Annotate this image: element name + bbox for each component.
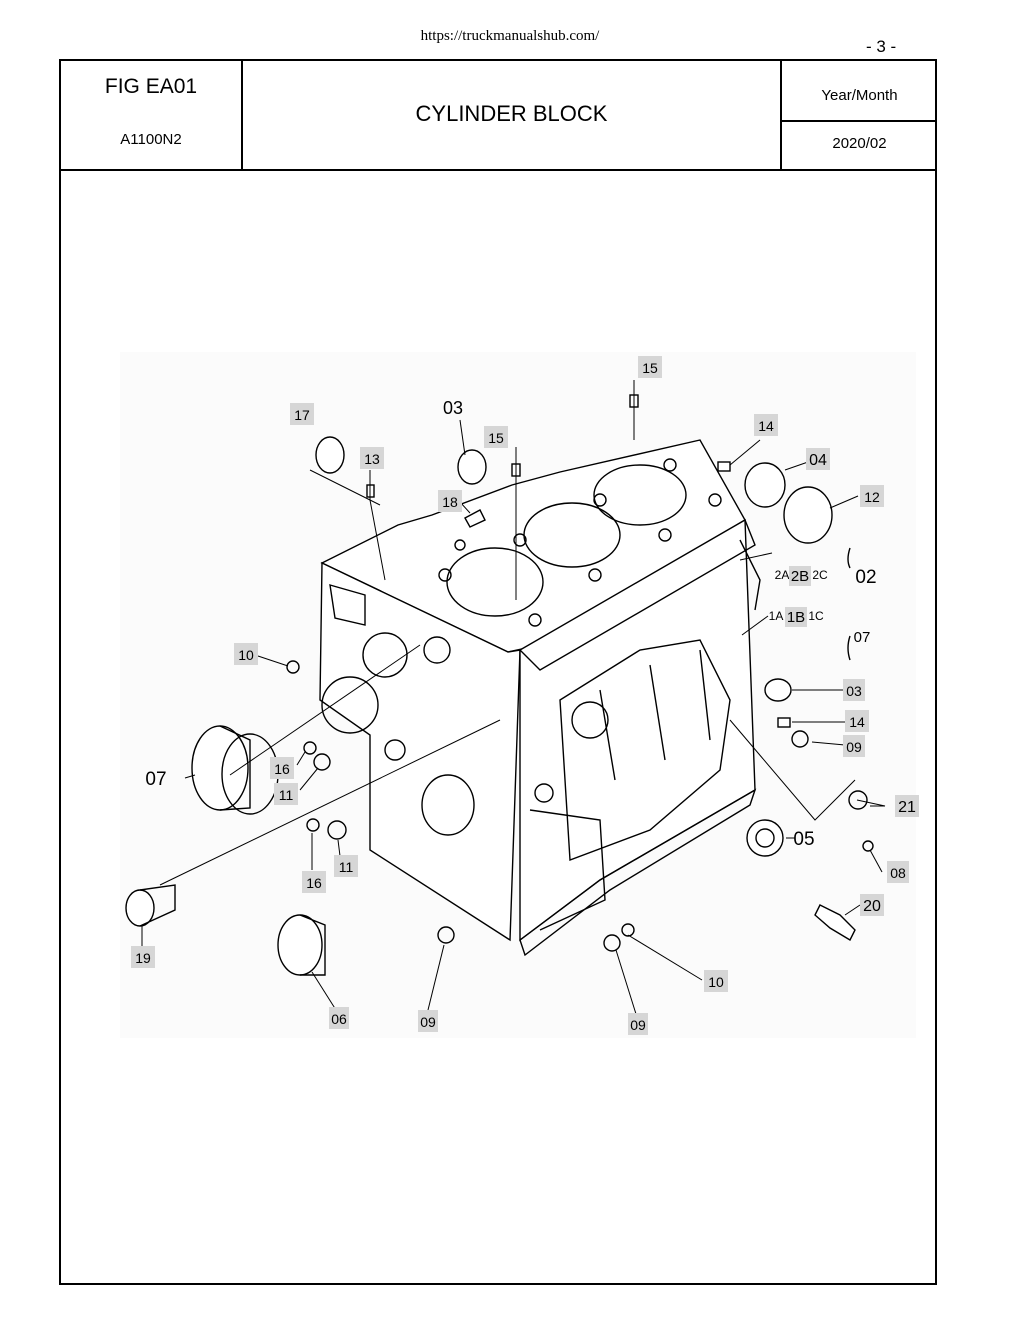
callout-bg: [270, 757, 294, 779]
leader-lines: [141, 380, 886, 1015]
callout-label: 11: [279, 787, 294, 803]
callout-label: 17: [294, 407, 310, 423]
title-block: FIG EA01 A1100N2 CYLINDER BLOCK Year/Mon…: [61, 61, 937, 171]
callout-bg: [329, 1007, 349, 1029]
callout-bg: [860, 485, 884, 507]
callout-bg: [438, 490, 462, 512]
callout-bg: [131, 946, 155, 968]
callout-bg: [754, 414, 778, 436]
callout-bg: [860, 894, 884, 916]
callout-label: 07: [854, 629, 871, 646]
callout-bg: [290, 403, 314, 425]
callout-bg: [302, 871, 326, 893]
cylinder-block-drawing: [125, 394, 874, 976]
callout-label: 14: [849, 714, 865, 730]
callout-label: 05: [793, 829, 814, 850]
figure-code: FIG EA01: [104, 75, 198, 98]
page-frame: FIG EA01 A1100N2 CYLINDER BLOCK Year/Mon…: [59, 59, 937, 1285]
callout-bg: [638, 356, 662, 378]
callout-labels: 15 17 03 15 14 04 13 18 12 2A 2B 2C 02 1…: [131, 356, 919, 1035]
callout-bg: [334, 855, 358, 877]
callout-bg: [887, 861, 909, 883]
callout-bg: [274, 783, 298, 805]
callout-bg: [234, 643, 258, 665]
callout-label: 16: [306, 875, 322, 891]
callout-label: 1A: [769, 609, 784, 623]
callout-label: 04: [809, 452, 827, 469]
year-month-cell: Year/Month 2020/02: [780, 61, 937, 169]
callout-label: 03: [443, 398, 463, 418]
callout-bg: [360, 447, 384, 469]
callout-label: 10: [238, 647, 254, 663]
callout-label: 06: [331, 1011, 347, 1027]
callout-label: 15: [642, 360, 658, 376]
callout-label: 10: [708, 974, 724, 990]
callout-label: 09: [846, 739, 862, 755]
model-code: A1100N2: [120, 131, 182, 148]
callout-label: 09: [630, 1017, 646, 1033]
callout-label: 2A: [775, 568, 790, 582]
callout-bg: [418, 1010, 438, 1032]
callout-label: 11: [339, 859, 354, 875]
callout-label: 12: [864, 489, 880, 505]
callout-bg: [843, 735, 865, 757]
callout-bg: [843, 679, 865, 701]
callout-label: 2C: [812, 568, 828, 582]
figure-cell: FIG EA01 A1100N2: [61, 61, 243, 169]
header-url: https://truckmanualshub.com/: [420, 28, 600, 44]
callout-label: 13: [364, 451, 380, 467]
callout-label: 07: [145, 769, 166, 790]
callout-bg: [895, 795, 919, 817]
callout-label: 02: [855, 567, 876, 588]
callout-label: 1B: [787, 609, 805, 626]
callout-bg: [785, 607, 807, 627]
callout-bg: [806, 448, 830, 470]
callout-label: 09: [420, 1014, 436, 1030]
page-number: - 3 -: [866, 37, 897, 56]
year-month-divider: [782, 120, 937, 122]
year-month-label: Year/Month: [821, 87, 898, 104]
callout-label: 18: [442, 494, 458, 510]
callout-bg: [484, 426, 508, 448]
callout-label: 2B: [791, 568, 809, 585]
callout-label: 16: [274, 761, 290, 777]
callout-label: 14: [758, 418, 774, 434]
callout-bg: [628, 1013, 648, 1035]
page-title: CYLINDER BLOCK: [415, 101, 608, 126]
callout-label: 19: [135, 950, 151, 966]
callout-label: 21: [898, 799, 916, 816]
callout-label: 08: [890, 865, 906, 881]
callout-bg: [845, 710, 869, 732]
callout-label: 03: [846, 683, 862, 699]
year-month-value: 2020/02: [832, 135, 887, 152]
callout-bg: [789, 566, 811, 586]
callout-bg: [704, 970, 728, 992]
callout-label: 20: [863, 898, 881, 915]
callout-label: 1C: [808, 609, 824, 623]
callout-label: 15: [488, 430, 504, 446]
